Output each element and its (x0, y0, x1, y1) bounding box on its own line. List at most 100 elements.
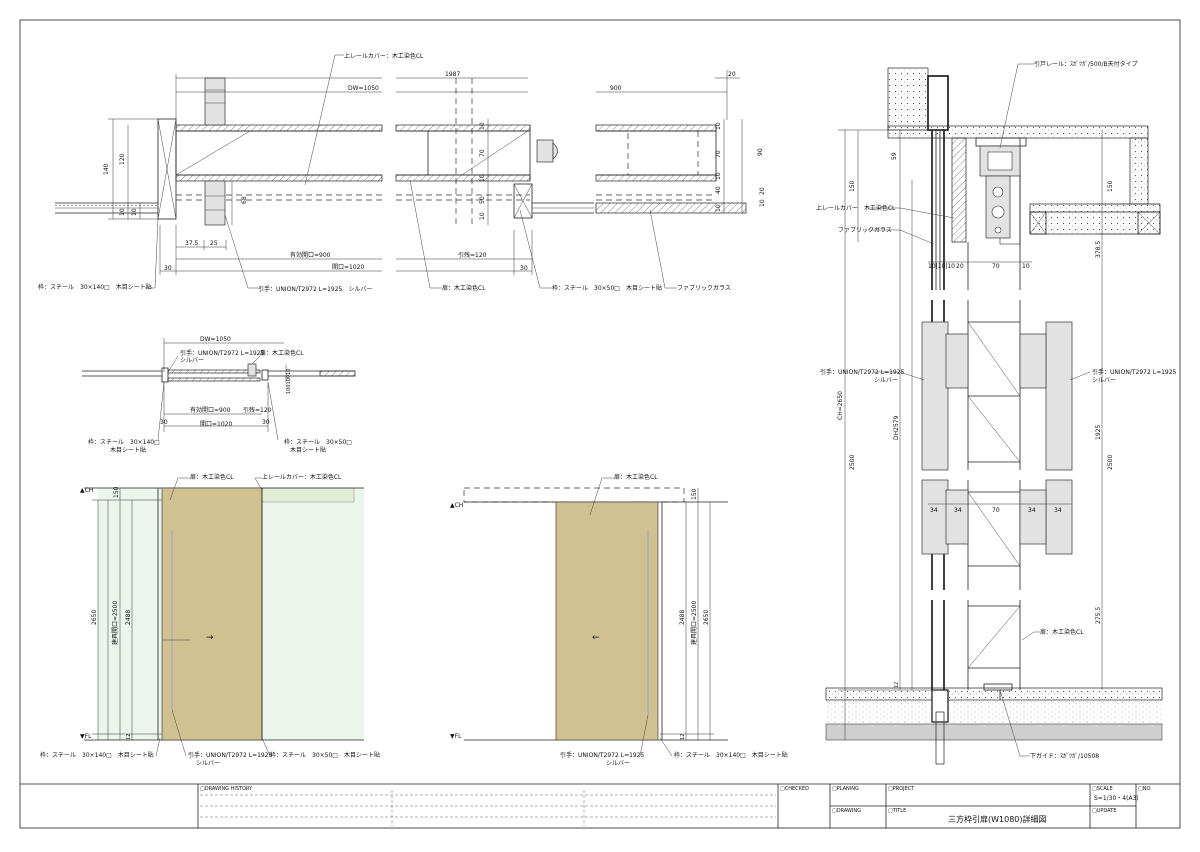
label-door: 扉：木工染色CL (442, 284, 486, 292)
sec-dh-2579: DH2579 (893, 415, 900, 440)
fabric-glass (595, 202, 747, 214)
elev-left-dim-12: 12 (126, 734, 132, 740)
door-leaf-middle (555, 501, 659, 741)
elev-mid-handle-color: シルバー (606, 760, 630, 767)
dim-right-90: 90 (757, 148, 764, 156)
sec-dim-34a: 34 (930, 507, 938, 514)
label-rail-cover: 上レールカバー：木工染色CL (344, 52, 424, 60)
tb-checked: □CHECKED (780, 786, 809, 792)
tb-title: 三方枠引扉(W1080)詳細図 (948, 814, 1047, 824)
tb-project: □PROJECT (888, 786, 915, 792)
door-leaf-left (161, 487, 263, 741)
sec-label-handle-left-2: シルバー (874, 377, 898, 384)
elev-mid-arrow: ← (592, 633, 600, 643)
mini-label-frame-right-2: 木目シート貼 (290, 446, 326, 454)
sec-dim-2500b: 2500 (1107, 455, 1114, 470)
dim-mid-30: 30 (520, 265, 528, 272)
sec-dim-70b: 70 (992, 507, 1000, 514)
elev-left-ch: ▲CH (80, 487, 93, 494)
label-frame-left: 枠：スチール 30×140□ 木目シート貼 (38, 283, 152, 291)
mini-label-frame-right: 枠：スチール 30×50□ (284, 438, 352, 446)
elev-mid-dim-150: 150 (691, 488, 698, 500)
sec-dim-20: 20 (956, 263, 964, 270)
elev-mid-ch: ▲CH (450, 502, 463, 509)
dim-120: 120 (119, 153, 126, 165)
top-plan-right: 20 900 10 70 10 40 10 90 20 10 ファブリックガラス (595, 70, 766, 292)
elev-mid-fitting-opening: 建具開口=2500 (690, 601, 698, 645)
sec-label-handle-right: 引手：UNION/T2972 L=1925 (1092, 368, 1177, 376)
sec-dim-34b: 34 (954, 507, 962, 514)
rail-cover-top (175, 124, 383, 132)
elev-left-frame-right: 枠：スチール 30×50□ 木目シート貼 (270, 751, 380, 759)
elev-mid-fl: ▼FL (450, 733, 462, 740)
mini-label-frame-left: 枠：スチール 30×140□ (88, 438, 160, 446)
dim-140: 140 (103, 163, 110, 175)
sec-label-handle-right-2: シルバー (1092, 377, 1116, 384)
section-right: 引戸レール：ｽｶﾞﾂｶﾞ/500/B天付タイプ 上レールカバー 木工染色CL フ… (816, 60, 1177, 765)
tb-no-label: □NO. (1138, 786, 1152, 792)
elev-left-handle-color: シルバー (196, 760, 220, 767)
dim-pull-margin: 引残=120 (458, 251, 487, 259)
dim-right-40: 40 (715, 186, 722, 194)
sec-dim-12: 12 (894, 682, 900, 688)
sec-dim-2500a: 2500 (849, 455, 856, 470)
elev-left-dim-2488: 2488 (125, 610, 132, 625)
dim-68: 68 (241, 196, 248, 204)
elevation-middle: ▲CH ▼FL 扉：木工染色CL 150 2488 建具開口=2500 2650… (450, 473, 788, 767)
elev-left-dim-2650: 2650 (91, 610, 98, 625)
tb-scale: S=1/30・4(A3) (1094, 795, 1139, 802)
top-plan-left: 上レールカバー：木工染色CL DW=1050 140 120 10 10 68 … (38, 52, 424, 293)
mini-dim-30a: 30 (160, 419, 168, 426)
elev-mid-dim-2650: 2650 (703, 610, 710, 625)
dim-mid-70: 70 (479, 149, 486, 157)
dim-dw: DW=1050 (348, 85, 379, 92)
sec-dim-34d: 34 (1054, 507, 1062, 514)
elev-left-handle: 引手：UNION/T2972 L=1925 (188, 751, 273, 759)
mini-dim-pull-margin: 引残=120 (243, 406, 272, 414)
dim-10a: 10 (119, 208, 126, 216)
frame-50-section (513, 183, 533, 219)
title-block: □DRAWING HISTORY □CHECKED □PLANING □DRAW… (20, 783, 1180, 828)
elev-left-dim-150: 150 (113, 486, 120, 498)
mini-dim-opening: 開口=1020 (200, 421, 232, 428)
sec-dim-150b: 150 (1107, 180, 1114, 192)
sec-dim-378-5: 378.5 (1095, 241, 1102, 258)
dim-10b: 10 (131, 208, 138, 216)
dim-right-10b: 10 (715, 172, 722, 180)
elev-mid-dim-12: 12 (680, 734, 686, 740)
dim-30a: 30 (164, 265, 172, 272)
mini-dim-effective: 有効開口=900 (190, 406, 231, 414)
handle-knob (536, 139, 554, 163)
elev-left-arrow: → (206, 633, 214, 643)
mini-plan: DW=1050 引手：UNION/T2972 L=1925 シルバー 扉：木工染… (82, 336, 356, 454)
elev-left-frame-left: 枠：スチール 30×140□ 木目シート貼 (40, 751, 154, 759)
sec-label-handle-left: 引手：UNION/T2972 L=1925 (820, 368, 905, 376)
tb-planing: □PLANING (832, 786, 859, 792)
dim-mid-10a: 10 (479, 122, 486, 130)
elev-mid-door: 扉：木工染色CL (614, 473, 658, 481)
sec-dim-275-5: 275.5 (1095, 607, 1102, 624)
mini-dim-30b: 30 (262, 419, 270, 426)
sheet-border (19, 19, 1181, 829)
dim-25: 25 (210, 240, 218, 247)
elev-left-door: 扉：木工染色CL (190, 473, 234, 481)
sec-label-guide: 下ガイド：ｽｶﾞﾂｶﾞ/10508 (1030, 752, 1099, 760)
tb-update: □UPDATE (1092, 808, 1116, 814)
dim-effective-opening: 有効開口=900 (290, 251, 331, 259)
elevation-left: ▲CH ▼FL 扉：木工染色CL 上レールカバー：木工染色CL 150 2650… (40, 473, 380, 767)
mini-label-handle: 引手：UNION/T2972 L=1925 (180, 349, 265, 357)
label-fabric: ファブリックガラス (677, 284, 731, 292)
dim-1987: 1987 (445, 71, 460, 78)
tb-title-label: □TITLE (888, 808, 906, 814)
label-handle: 引手：UNION/T2972 L=1925 シルバー (258, 285, 372, 293)
sec-dim-70: 70 (992, 263, 1000, 270)
elev-mid-handle: 引手：UNION/T2972 L=1925 (560, 751, 645, 759)
elev-mid-frame: 枠：スチール 30×140□ 木目シート貼 (674, 751, 788, 759)
handle-top (204, 77, 226, 126)
sec-label-rail-cover: 上レールカバー 木工染色CL (816, 204, 896, 212)
sec-dim-34c: 34 (1028, 507, 1036, 514)
tb-history: □DRAWING HISTORY (200, 786, 253, 792)
dim-37-5: 37.5 (185, 240, 199, 247)
